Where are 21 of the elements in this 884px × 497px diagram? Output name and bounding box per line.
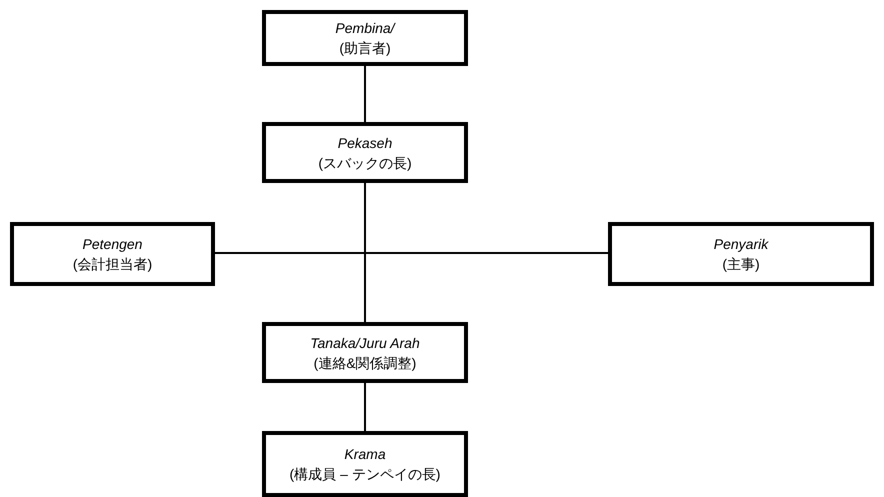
- role-box: [262, 122, 468, 183]
- role-name: Pekaseh: [338, 134, 392, 152]
- role-name: Penyarik: [714, 235, 768, 254]
- role-name: Pembina/: [335, 19, 395, 38]
- connector-line: [364, 183, 366, 322]
- role-description: (会計担当者): [72, 255, 152, 274]
- role-description: (連絡&関係調整): [314, 354, 416, 372]
- role-description: (助言者): [339, 39, 391, 58]
- role-name: Petengen: [82, 235, 142, 254]
- connector-line: [364, 66, 366, 122]
- role-box: [10, 222, 215, 286]
- role-description: (スバックの長): [318, 154, 412, 172]
- role-box: [262, 10, 468, 66]
- role-box: [608, 222, 874, 286]
- role-box: [262, 322, 468, 383]
- role-box: [262, 431, 468, 497]
- role-description: (構成員 – テンペイの長): [290, 465, 440, 484]
- role-name: Tanaka/Juru Arah: [310, 334, 420, 352]
- role-name: Krama: [344, 445, 386, 464]
- role-description: (主事): [722, 255, 760, 274]
- connector-line: [364, 383, 366, 431]
